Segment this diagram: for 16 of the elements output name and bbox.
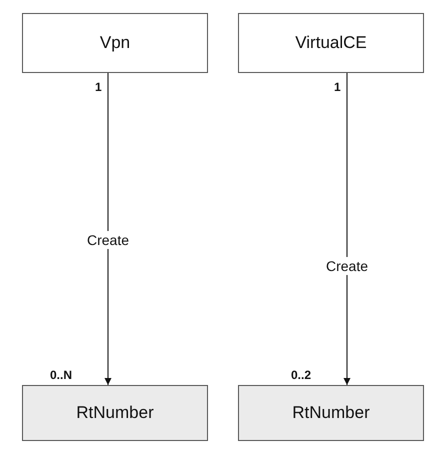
node-label: RtNumber bbox=[292, 403, 370, 423]
multiplicity-label: 0..N bbox=[50, 368, 72, 382]
edge-label: Create bbox=[86, 231, 130, 249]
edge-label: Create bbox=[326, 257, 368, 275]
node-label: Vpn bbox=[100, 33, 130, 53]
class-box bbox=[238, 13, 424, 73]
entity-box bbox=[238, 385, 424, 441]
multiplicity-label: 1 bbox=[334, 80, 341, 94]
multiplicity-label: 1 bbox=[95, 80, 102, 94]
class-box bbox=[22, 13, 208, 73]
arrow bbox=[104, 72, 112, 386]
entity-box bbox=[22, 385, 208, 441]
node-label: RtNumber bbox=[76, 403, 154, 423]
multiplicity-label: 0..2 bbox=[291, 368, 312, 382]
node-label: VirtualCE bbox=[295, 33, 367, 53]
arrow bbox=[344, 72, 350, 386]
